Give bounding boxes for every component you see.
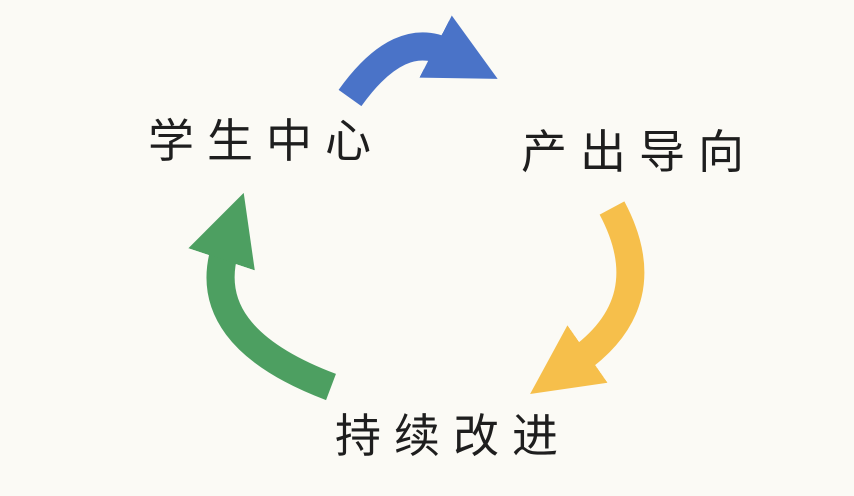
arrow-student-to-output [338,15,498,107]
arrow-improve-to-student [188,192,336,401]
node-label-student-centered: 学生中心 [148,114,384,168]
node-label-continuous-improvement: 持续改进 [335,409,571,463]
arrow-output-to-improve [530,201,645,395]
node-label-output-oriented: 产出导向 [521,125,757,179]
